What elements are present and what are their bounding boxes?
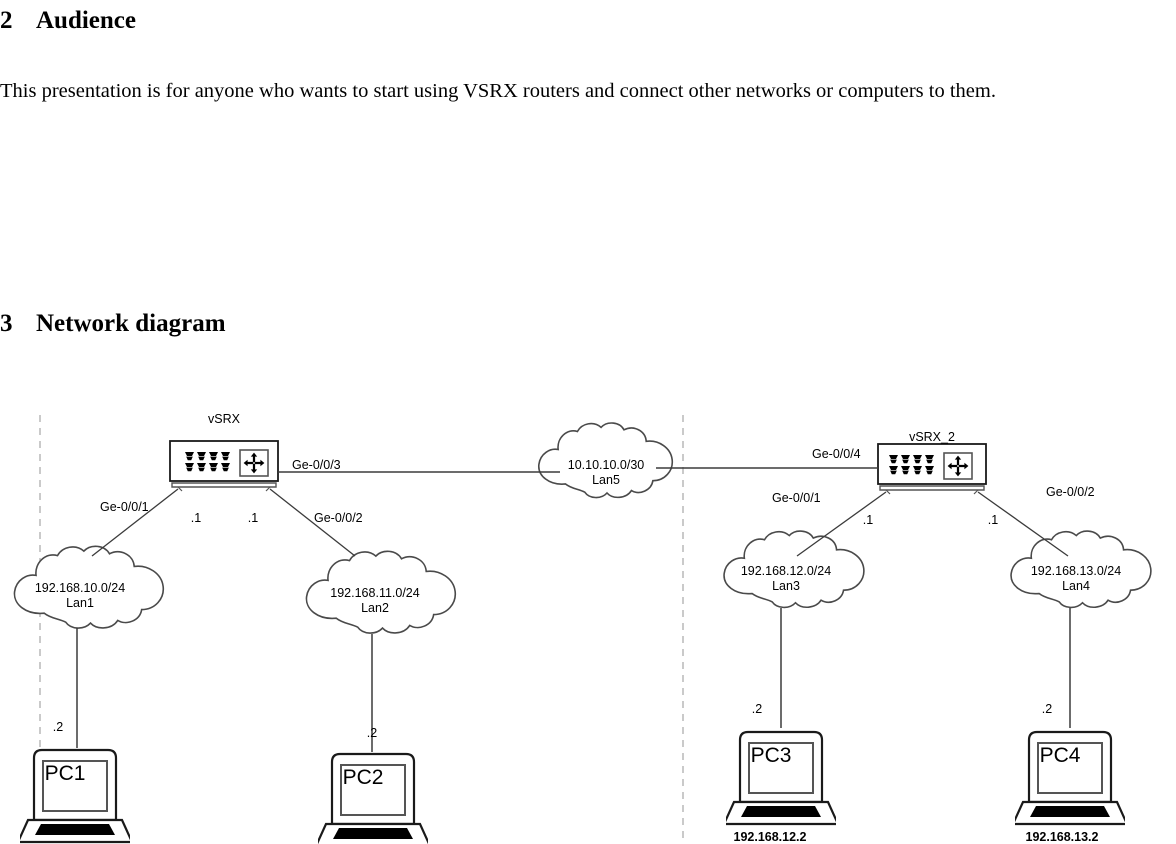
interface-label-vsrx1-ge003: Ge-0/0/3 [292, 458, 341, 472]
router-vsrx1-shelf [171, 482, 277, 488]
router-vsrx1[interactable] [169, 440, 279, 492]
octet-vsrx2-right: .1 [987, 513, 999, 527]
router-vsrx2-label: vSRX_2 [909, 430, 955, 444]
cloud-label-lan2: 192.168.11.0/24 Lan2 [330, 586, 419, 616]
cloud-network-lan2: 192.168.11.0/24 [330, 586, 420, 600]
section-number-2: 2 [0, 7, 13, 34]
link-vsrx2-lan4 [977, 491, 1069, 557]
octet-pc1: .2 [52, 720, 64, 734]
interface-label-vsrx1-ge002: Ge-0/0/2 [314, 511, 363, 525]
host-ip-pc4: 192.168.13.2 [1025, 830, 1099, 844]
audience-paragraph: This presentation is for anyone who want… [0, 80, 996, 102]
router-vsrx1-feet [177, 486, 271, 492]
section-heading-audience: 2 Audience [0, 8, 136, 33]
cloud-label-lan3: 192.168.12.0/24 Lan3 [741, 564, 831, 594]
host-label-pc3: PC3 [750, 744, 792, 767]
router-vsrx2-feet [885, 489, 979, 495]
cloud-name-lan2: Lan2 [361, 601, 389, 615]
link-vsrx1-lan1 [91, 488, 179, 557]
cloud-label-lan1: 192.168.10.0/24 Lan1 [35, 581, 125, 611]
section-heading-network-diagram: 3 Network diagram [0, 311, 226, 336]
router-vsrx1-label: vSRX [208, 412, 240, 426]
cloud-name-lan4: Lan4 [1062, 579, 1090, 593]
cloud-label-lan5: 10.10.10.0/30 Lan5 [568, 458, 644, 488]
cloud-name-lan5: Lan5 [592, 473, 620, 487]
interface-label-vsrx1-ge001: Ge-0/0/1 [100, 500, 149, 514]
cloud-name-lan3: Lan3 [772, 579, 800, 593]
octet-pc3: .2 [751, 702, 763, 716]
router-vsrx2[interactable] [877, 443, 987, 495]
octet-vsrx1-left: .1 [190, 511, 202, 525]
octet-pc2: .2 [366, 726, 378, 740]
octet-vsrx1-right: .1 [247, 511, 259, 525]
cloud-network-lan1: 192.168.10.0/24 [34, 581, 126, 595]
cloud-network-lan5: 10.10.10.0/30 [567, 458, 645, 472]
octet-pc4: .2 [1041, 702, 1053, 716]
interface-label-vsrx2-ge002: Ge-0/0/2 [1046, 485, 1095, 499]
host-label-pc1: PC1 [44, 762, 86, 785]
host-label-pc2: PC2 [342, 766, 384, 789]
octet-vsrx2-left: .1 [862, 513, 874, 527]
section-title-network-diagram: Network diagram [36, 310, 226, 337]
cloud-name-lan1: Lan1 [66, 596, 94, 610]
cloud-network-lan4: 192.168.13.0/24 [1030, 564, 1122, 578]
interface-label-vsrx2-ge001: Ge-0/0/1 [772, 491, 821, 505]
link-vsrx1-lan2 [269, 488, 356, 557]
interface-label-vsrx2-ge004: Ge-0/0/4 [812, 447, 861, 461]
link-vsrx2-lan3 [796, 491, 887, 557]
section-number-3: 3 [0, 310, 13, 337]
cloud-label-lan4: 192.168.13.0/24 Lan4 [1031, 564, 1121, 594]
section-title-audience: Audience [36, 7, 136, 34]
router-vsrx2-shelf [879, 485, 985, 491]
host-ip-pc3: 192.168.12.2 [733, 830, 807, 844]
host-label-pc4: PC4 [1039, 744, 1081, 767]
cloud-network-lan3: 192.168.12.0/24 [740, 564, 832, 578]
